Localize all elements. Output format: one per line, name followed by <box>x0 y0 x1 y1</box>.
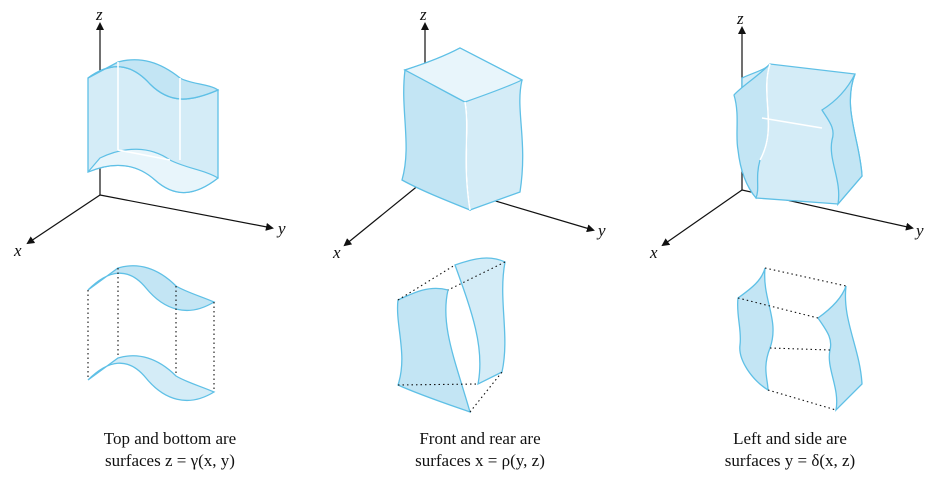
hidden-edges <box>117 62 181 161</box>
panel-2-exploded <box>396 257 506 414</box>
panel-1: z y x <box>13 5 286 401</box>
panel-1-exploded <box>87 265 216 401</box>
top-face <box>403 47 524 103</box>
dotted-edges <box>737 267 847 411</box>
panel-3-exploded <box>736 267 863 412</box>
caption-panel-3: Left and side are surfaces y = δ(x, z) <box>660 428 920 472</box>
right-surface <box>821 73 863 207</box>
y-axis-label: y <box>276 219 286 238</box>
top-surface <box>87 59 220 100</box>
caption-line-2: surfaces z = γ(x, y) <box>105 451 235 470</box>
dotted-edges <box>397 261 506 413</box>
caption-line-1: Top and bottom are <box>103 429 237 448</box>
bottom-surface <box>87 148 220 194</box>
y-axis-label: y <box>914 221 924 240</box>
hidden-edges <box>759 63 823 161</box>
x-axis <box>661 189 743 247</box>
panel-1-solid <box>87 59 220 194</box>
panel-2: z y x <box>332 5 606 414</box>
panel-2-solid <box>401 47 524 212</box>
dotted-edges <box>87 268 215 392</box>
z-axis-label: z <box>736 9 744 28</box>
top-surface-detached <box>87 265 216 311</box>
caption-panel-1: Top and bottom are surfaces z = γ(x, y) <box>40 428 300 472</box>
left-surface-detached <box>736 267 774 392</box>
y-axis-label: y <box>596 221 606 240</box>
bottom-surface-detached <box>87 355 216 401</box>
x-axis <box>343 179 426 247</box>
z-axis-label: z <box>95 5 103 24</box>
x-axis-label: x <box>13 241 22 260</box>
x-axis-label: x <box>332 243 341 262</box>
caption-line-2: surfaces y = δ(x, z) <box>724 451 856 470</box>
front-surface-detached <box>396 287 471 414</box>
x-axis <box>26 194 101 245</box>
front-edge <box>464 101 471 211</box>
panel-3: z y x <box>649 9 924 412</box>
z-axis-label: z <box>419 5 427 24</box>
caption-panel-2: Front and rear are surfaces x = ρ(y, z) <box>350 428 610 472</box>
panel-3-solid <box>733 63 863 207</box>
caption-line-1: Left and side are <box>733 429 847 448</box>
x-axis-label: x <box>649 243 658 262</box>
y-axis <box>99 194 274 231</box>
rear-surface <box>454 257 506 386</box>
right-surface-detached <box>817 285 863 412</box>
caption-line-1: Front and rear are <box>419 429 541 448</box>
caption-line-2: surfaces x = ρ(y, z) <box>415 451 545 470</box>
